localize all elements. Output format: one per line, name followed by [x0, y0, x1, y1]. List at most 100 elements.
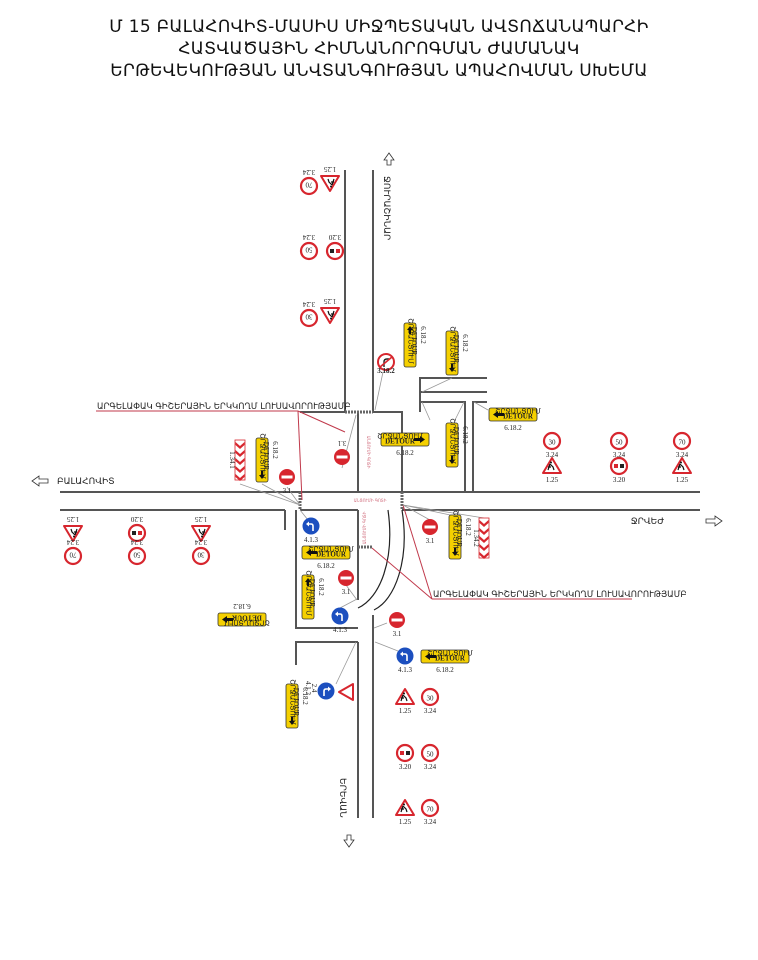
- leader: [402, 504, 456, 517]
- detour-sign-icon: [301, 545, 351, 560]
- arrow-left-icon: [493, 411, 504, 418]
- sign-code: 4.1.3: [333, 626, 348, 634]
- sign-code: 6.18.2: [464, 518, 472, 536]
- arrow-head: [306, 521, 309, 527]
- turn-left-icon: [302, 517, 320, 535]
- detour-text-en: DETOUR: [316, 551, 347, 559]
- median-edge-1: [373, 411, 403, 492]
- detour-sign-icon: [445, 422, 459, 468]
- speed-limit-icon: [127, 546, 147, 566]
- detour-sign-icon: [420, 649, 470, 664]
- sign-code: 1.25: [323, 297, 336, 305]
- worker-head: [403, 692, 405, 695]
- sign-code: 6.18.2: [396, 449, 414, 457]
- detour-text: ՇՐՋԱՆՑՈՒՄ: [407, 318, 415, 364]
- chevron-stripe: [235, 458, 245, 465]
- worker-glyph: [327, 310, 335, 318]
- no-entry-bar: [391, 618, 403, 622]
- sign-code: 3.24: [302, 233, 315, 241]
- road-name-east: ՋՐՎԵԺ: [631, 517, 665, 527]
- detour-sign-icon: [448, 514, 462, 560]
- speed-limit-icon: [299, 308, 319, 328]
- bypass-curve-inner: [357, 509, 391, 609]
- sign-code: 3.1: [283, 487, 292, 495]
- arrow-path: [337, 613, 343, 621]
- sign-code: 6.18.2: [317, 562, 335, 570]
- sign-code: 6.18.2: [233, 602, 251, 610]
- leader: [345, 584, 358, 601]
- arrow-left-icon: [31, 475, 49, 487]
- sign-warning-roadworks: 1.25: [672, 457, 692, 484]
- turn-left-icon: [396, 647, 414, 665]
- sign-mandatory-left: 4.1.3: [302, 517, 320, 544]
- sign-speed: 303.24: [299, 300, 319, 328]
- arrow-down-icon: [259, 471, 265, 479]
- car-red: [400, 751, 404, 755]
- worker-head: [330, 317, 332, 320]
- sign-code: 6.18.2: [317, 578, 325, 596]
- car-red: [614, 464, 618, 468]
- sign-speed: 703.24: [672, 431, 692, 459]
- no-entry-bar: [340, 576, 352, 580]
- detour-text-en: DETOUR: [452, 427, 460, 456]
- speed-limit-icon: [672, 431, 692, 451]
- worker-head: [550, 461, 552, 464]
- sign-code: 1.34.1: [228, 451, 236, 469]
- leader: [454, 401, 465, 421]
- car-black: [132, 531, 136, 535]
- no-entry-bar: [424, 525, 436, 529]
- sign-code: 3.24: [130, 538, 143, 546]
- sign-warning-roadworks: 1.25: [395, 799, 415, 826]
- detour-text: ՇՐՋԱՆՑՈՒՄ: [308, 546, 354, 554]
- detour-sign-icon: [488, 407, 538, 422]
- road-network: [60, 170, 700, 818]
- arrow-left-icon: [306, 549, 317, 556]
- speed-limit-value: 50: [616, 439, 624, 447]
- no-overtaking-icon: [609, 456, 629, 476]
- speed-limit-value: 70: [305, 181, 313, 189]
- sign-warning-roadworks: 1.25: [191, 515, 211, 542]
- title-line-3: ԵՐԹԵՎԵԿՈՒԹՅԱՆ ԱՆՎՏԱՆԳՈՒԹՅԱՆ ԱՊԱՀՈՎՄԱՆ ՍԽ…: [110, 61, 648, 81]
- detour-text: ՇՐՋԱՆՑՈՒՄ: [259, 433, 267, 479]
- sign-mandatory-left: 4.1.3: [396, 647, 414, 674]
- no-entry-bar: [281, 475, 293, 479]
- chevron-stripe: [235, 474, 245, 481]
- diagram-title: Մ 15 ԲԱԼԱՀՈՎԻՏ-ՄԱՍԻՍ ՄԻՋՊԵՏԱԿԱՆ ԱՎՏՈՃԱՆԱ…: [0, 16, 758, 82]
- arrow-head: [400, 651, 403, 657]
- sign-no-entry: 3.1: [422, 519, 438, 545]
- sign-code: 6.18.2: [419, 326, 427, 344]
- sign-speed: 303.24: [420, 687, 440, 715]
- detour-text: ՇՐՋԱՆՑՈՒՄ: [449, 418, 457, 464]
- sign-code: 3.1: [342, 588, 351, 596]
- speed-limit-icon: [191, 546, 211, 566]
- speed-limit-icon: [299, 176, 319, 196]
- car-black: [406, 751, 410, 755]
- detour-text-en: DETOUR: [503, 413, 534, 421]
- sign-code: 3.20: [613, 476, 626, 484]
- sign-code: 4.1.3: [304, 536, 319, 544]
- sign-code: 4.1.3: [398, 666, 413, 674]
- sign-speed: 503.24: [299, 233, 319, 261]
- worker-glyph: [400, 694, 408, 702]
- detour-text-en: DETOUR: [452, 335, 460, 364]
- worker-head: [330, 185, 332, 188]
- sign-code: 6.18.2: [461, 426, 469, 444]
- no-overtaking-icon: [395, 743, 415, 763]
- leader: [421, 401, 431, 421]
- speed-limit-value: 50: [133, 551, 141, 559]
- road-name-west: ԲԱԼԱՀՈՎԻՏ: [57, 477, 115, 487]
- leader: [374, 371, 384, 411]
- chevron-stripe: [235, 466, 245, 473]
- sign-code: 3.1: [426, 537, 435, 545]
- chevron-stripe: [479, 528, 489, 535]
- lane-zone-label-1: ԱՆՑՈՒՄԻ ԳՈՏԻ: [366, 436, 371, 469]
- turn-left-icon: [331, 607, 349, 625]
- sign-code: 1.25: [194, 515, 207, 523]
- speed-limit-icon: [299, 241, 319, 261]
- turn-arrow: [383, 358, 389, 367]
- sign-speed: 303.24: [542, 431, 562, 459]
- chevron-stripe: [479, 552, 489, 559]
- sign-code: 3.24: [424, 763, 437, 771]
- leader: [402, 504, 485, 519]
